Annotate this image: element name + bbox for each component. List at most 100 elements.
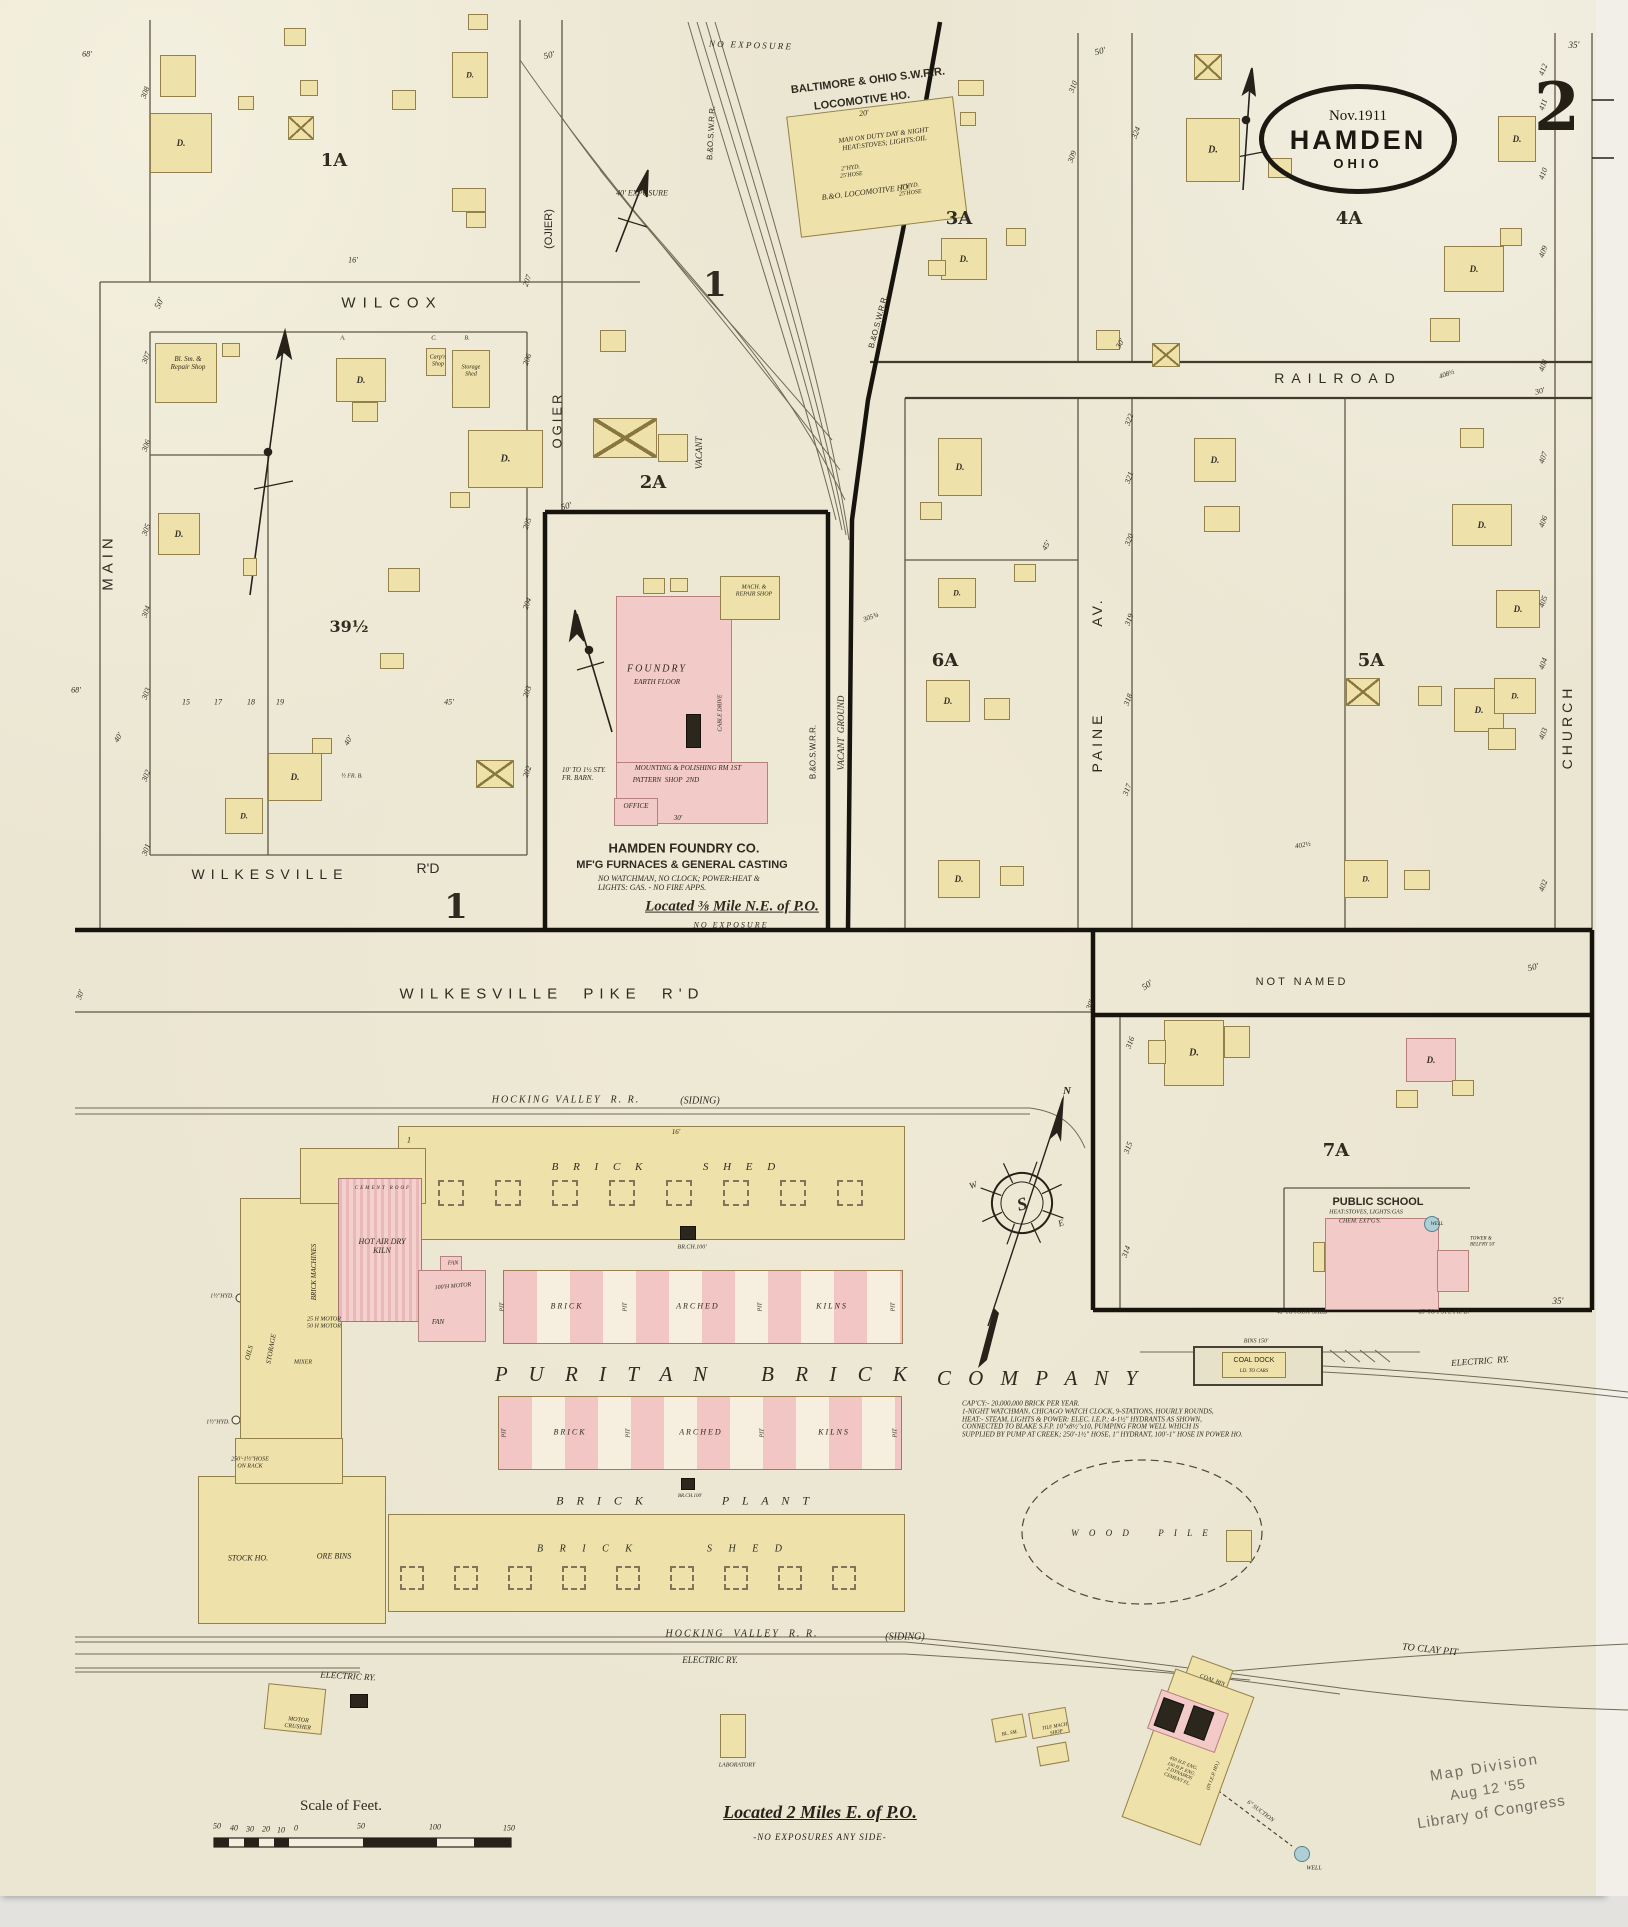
map-text: (SIDING) xyxy=(680,1095,720,1107)
sheet-ticks xyxy=(1592,99,1614,159)
map-text: 35' xyxy=(1552,1295,1564,1306)
map-text: 16' xyxy=(348,255,358,265)
puritan-brick-notes: CAP'CY:- 20,000,000 BRICK PER YEAR. 1-NI… xyxy=(962,1399,1243,1439)
map-text: PIT xyxy=(759,1428,766,1438)
map-text: BR.CH.100' xyxy=(677,1494,703,1500)
map-text: MACH. & REPAIR SHOP xyxy=(735,584,773,597)
map-text: 17 xyxy=(214,697,222,707)
blacksmith-repair-shop xyxy=(155,343,217,403)
hot-air-dry-kiln xyxy=(338,1178,422,1322)
map-text: STOCK HO. xyxy=(227,1553,269,1563)
building xyxy=(380,653,404,669)
dwelling-label: D. xyxy=(1512,134,1522,144)
building xyxy=(1000,866,1024,886)
shed-bay-outline xyxy=(670,1566,694,1590)
map-text: 20' xyxy=(858,107,870,119)
foundry-office xyxy=(614,798,658,826)
map-text: 1 xyxy=(703,264,727,305)
map-text: WELL xyxy=(1306,1865,1322,1872)
map-text: AV. xyxy=(1089,597,1106,627)
building: D. xyxy=(926,680,970,722)
map-text: HOCKING VALLEY R. R. xyxy=(491,1094,641,1106)
block-5a: 5A xyxy=(1357,649,1385,671)
building xyxy=(681,1478,695,1490)
building xyxy=(1152,343,1180,367)
dwelling-label: D. xyxy=(1362,874,1370,884)
building xyxy=(243,558,257,576)
dwelling-label: D. xyxy=(176,138,186,148)
map-text: PIT xyxy=(501,1428,508,1438)
building: D. xyxy=(468,430,543,488)
map-text: Storage Shed xyxy=(461,364,481,377)
building: D. xyxy=(336,358,386,402)
located-subnote: -NO EXPOSURES ANY SIDE- xyxy=(753,1832,887,1842)
map-text: B R I C K xyxy=(537,1543,639,1555)
map-text: HOCKING VALLEY R. R. xyxy=(665,1628,819,1640)
shed-bay-outline xyxy=(552,1180,578,1206)
map-text: 18 xyxy=(247,697,255,707)
compass-rose xyxy=(978,1094,1064,1368)
map-text: S H E D xyxy=(706,1543,790,1555)
block-39half: 39½ xyxy=(329,617,369,637)
map-text: PIT xyxy=(890,1302,897,1312)
map-text: 50 xyxy=(357,1821,365,1831)
brick-shed-north xyxy=(398,1126,905,1240)
street-church: CHURCH xyxy=(1559,684,1576,770)
building xyxy=(238,96,254,110)
public-school-title: PUBLIC SCHOOL xyxy=(1332,1195,1424,1208)
block-7a: 7A xyxy=(1322,1139,1350,1161)
map-text: MOUNTING & POLISHING RM 1ST xyxy=(634,764,742,773)
building: D. xyxy=(938,438,982,496)
paper-torn-edge xyxy=(1596,0,1628,1896)
building xyxy=(1396,1090,1418,1108)
map-text: WELL xyxy=(1430,1222,1444,1228)
block-2a: 2A xyxy=(639,471,667,493)
building: D. xyxy=(1444,246,1504,292)
railroad-street-lines xyxy=(870,360,1592,400)
building xyxy=(1224,1026,1250,1058)
brick-shed-south xyxy=(388,1514,905,1612)
map-text: BR.CH.100' xyxy=(677,1244,707,1251)
building xyxy=(928,260,946,276)
foundry-chimney xyxy=(686,714,701,748)
dwelling-label: D. xyxy=(240,811,248,821)
building xyxy=(1404,870,1430,890)
map-text: 15 xyxy=(182,697,190,707)
building xyxy=(658,434,688,462)
map-text: VACANT GROUND xyxy=(835,695,846,771)
building xyxy=(1194,54,1222,80)
building xyxy=(350,1694,368,1708)
building xyxy=(1204,506,1240,532)
map-text: 1½"HYD. xyxy=(206,1419,230,1426)
map-text: FAN xyxy=(431,1318,445,1327)
building xyxy=(1014,564,1036,582)
map-text: 100 xyxy=(429,1822,441,1832)
map-text: BRICK MACHINES xyxy=(310,1243,319,1301)
map-text: B R I C K xyxy=(761,1362,915,1387)
map-text: C O M P A N Y xyxy=(936,1366,1144,1391)
street-wilkesville-pike-rd: WILKESVILLE PIKE R'D xyxy=(399,985,705,1003)
carpenter-shop xyxy=(426,348,446,376)
building xyxy=(1313,1242,1325,1272)
map-text: K I L N S xyxy=(818,1427,848,1437)
building: D. xyxy=(1496,590,1540,628)
map-text: CABLE DRIVE xyxy=(717,694,724,732)
map-text: HEAT:STOVES, LIGHTS:GAS xyxy=(1329,1209,1403,1216)
building xyxy=(670,578,688,592)
storage-shed xyxy=(452,350,490,408)
map-text: PIT xyxy=(499,1302,506,1312)
stock-house-ore-bins xyxy=(198,1476,386,1624)
building xyxy=(476,760,514,788)
building xyxy=(1488,728,1516,750)
building xyxy=(643,578,665,594)
map-text: N O E X P O S U R E xyxy=(693,920,767,930)
street-railroad: RAILROAD xyxy=(1274,370,1402,387)
building: D. xyxy=(452,52,488,98)
building xyxy=(222,343,240,357)
dwelling-label: D. xyxy=(1511,691,1519,701)
shed-bay-outline xyxy=(438,1180,464,1206)
building xyxy=(312,738,332,754)
map-text: B R I C K xyxy=(550,1301,582,1311)
map-text: LABORATORY xyxy=(718,1762,756,1769)
shed-bay-outline xyxy=(609,1180,635,1206)
